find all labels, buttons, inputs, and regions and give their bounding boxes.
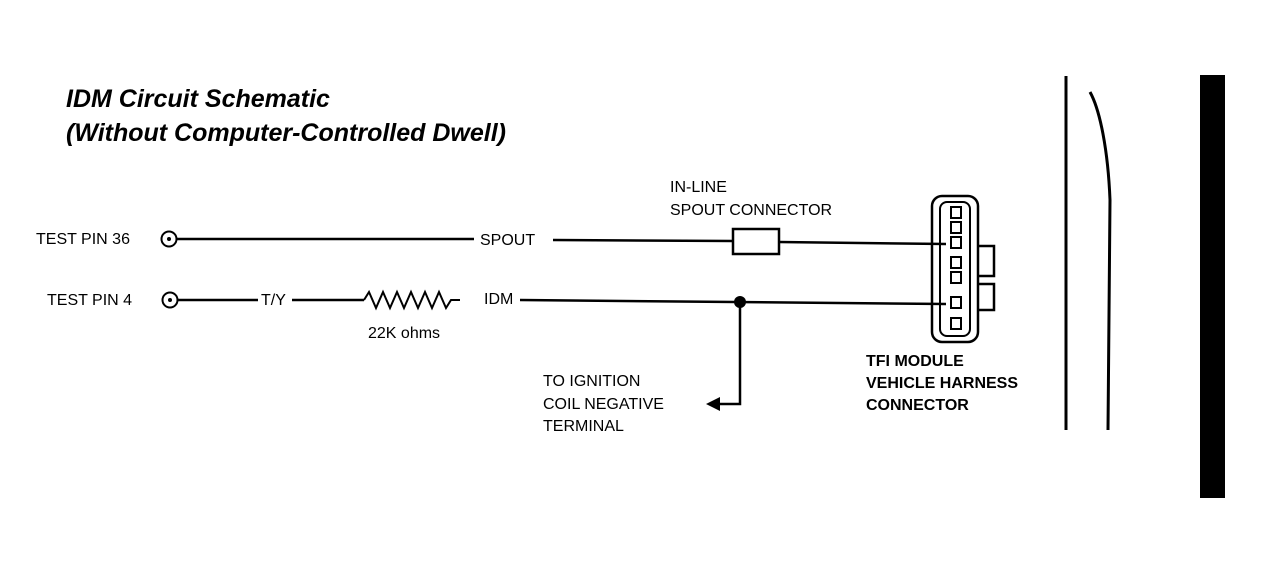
spout-wire-mid <box>552 238 734 243</box>
inline-connector-label-2: SPOUT CONNECTOR <box>670 202 832 219</box>
test-pin-4-label: TEST PIN 4 <box>47 292 132 309</box>
ty-label: T/Y <box>261 292 286 309</box>
ignition-coil-label-2: COIL NEGATIVE <box>543 396 664 413</box>
inline-connector-label-1: IN-LINE <box>670 179 727 196</box>
page-curl-edge <box>1088 91 1112 431</box>
test-pin-36-terminal <box>160 230 178 248</box>
spout-wire-right <box>778 240 947 246</box>
resistor-symbol <box>363 289 460 311</box>
scan-edge-bar <box>1200 75 1225 498</box>
title-line-1: IDM Circuit Schematic <box>66 85 330 113</box>
test-pin-36-label: TEST PIN 36 <box>36 231 130 248</box>
ignition-coil-label-1: TO IGNITION <box>543 373 640 390</box>
coil-branch-wire <box>718 302 742 406</box>
ignition-coil-label-3: TERMINAL <box>543 418 624 435</box>
tfi-connector-label-3: CONNECTOR <box>866 397 969 414</box>
tfi-connector-label-2: VEHICLE HARNESS <box>866 375 1018 392</box>
coil-arrow <box>706 397 720 411</box>
tfi-connector-label-1: TFI MODULE <box>866 353 964 370</box>
tfi-harness-connector <box>930 194 996 344</box>
resistor-value-label: 22K ohms <box>368 325 440 342</box>
idm-wire <box>519 298 947 306</box>
inline-spout-connector <box>731 227 781 256</box>
test-pin-4-terminal <box>161 291 179 309</box>
idm-label: IDM <box>484 291 513 308</box>
spout-label: SPOUT <box>480 232 535 249</box>
title-line-2: (Without Computer-Controlled Dwell) <box>66 119 506 147</box>
